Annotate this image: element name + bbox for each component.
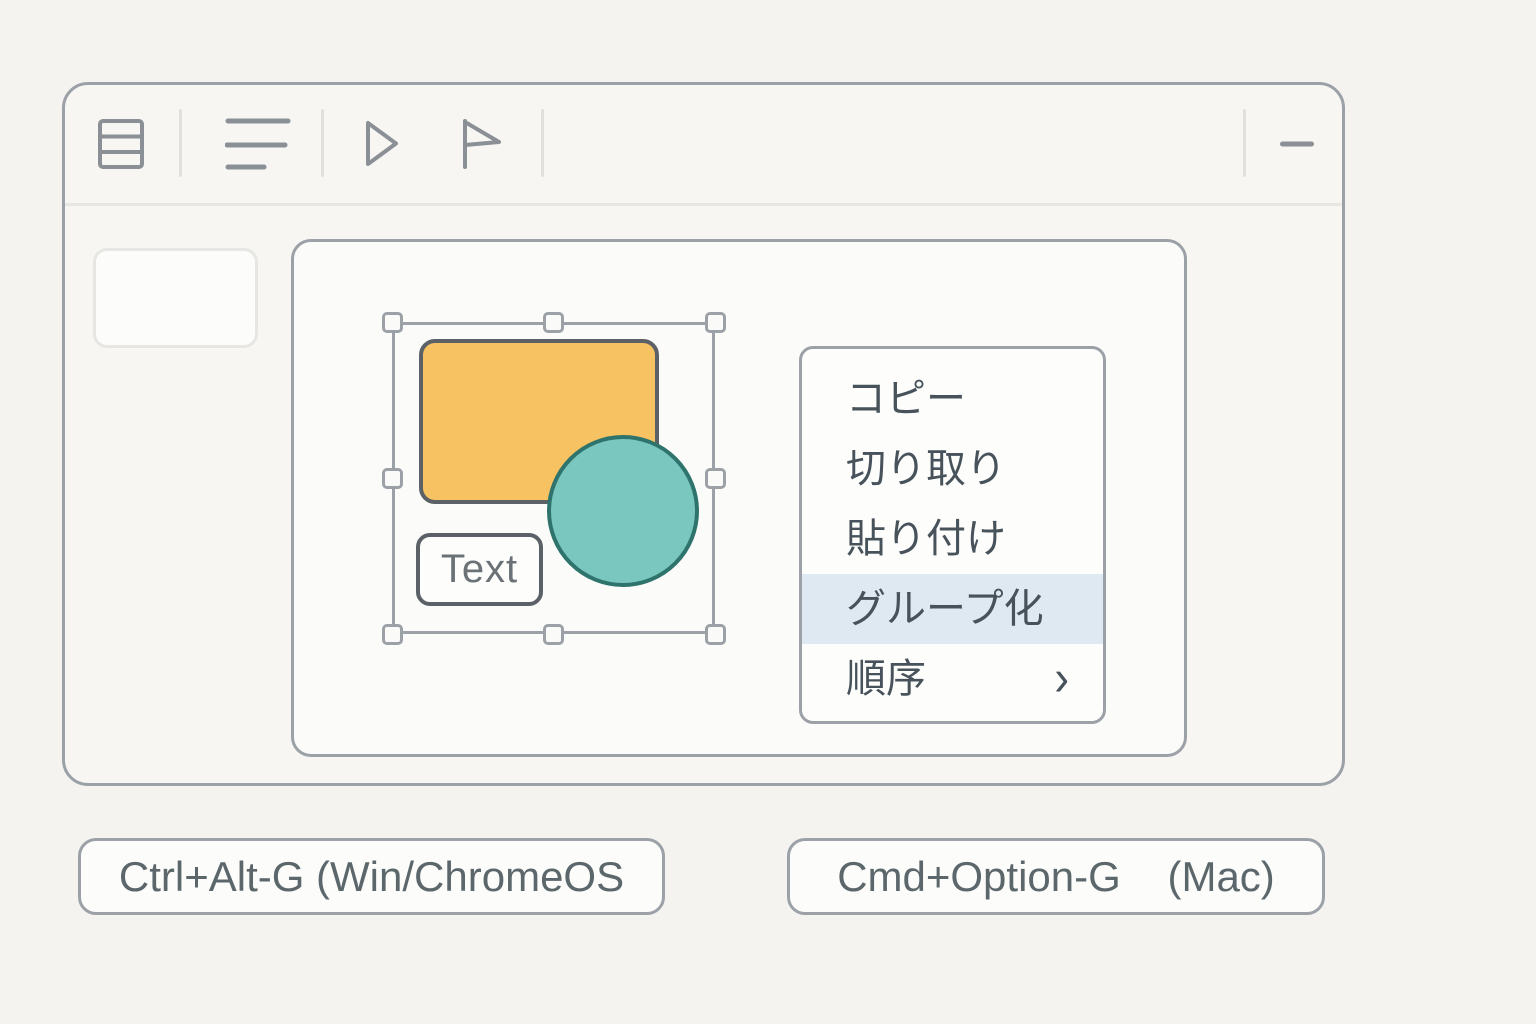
table-tool-button[interactable] (98, 118, 144, 170)
context-menu: コピー 切り取り 貼り付け グループ化 順序 › (799, 346, 1106, 724)
table-icon (98, 119, 144, 169)
text-box-label: Text (440, 547, 519, 591)
selection-handle-bottom-mid[interactable] (543, 623, 564, 645)
selection-handle-bottom-left[interactable] (381, 623, 403, 645)
minimize-icon (1280, 141, 1314, 147)
minimize-button[interactable] (1280, 141, 1314, 147)
selection-handle-mid-right[interactable] (704, 467, 726, 489)
selection-handle-top-right[interactable] (704, 311, 726, 333)
flag-icon (463, 119, 501, 169)
shortcut-badge-win: Ctrl+Alt-G (Win/ChromeOS (78, 838, 665, 915)
shortcut-badge-mac: Cmd+Option-G (Mac) (787, 838, 1325, 915)
toolbar-separator (541, 109, 544, 177)
selection-handle-top-left[interactable] (381, 311, 403, 333)
menu-item-group[interactable]: グループ化 (802, 574, 1103, 644)
menu-item-order[interactable]: 順序 › (846, 650, 1069, 707)
flag-tool-button[interactable] (461, 118, 503, 170)
shortcut-label-mac: Cmd+Option-G (Mac) (837, 852, 1275, 900)
toolbar-separator (1243, 109, 1246, 177)
toolbar-separator (321, 109, 324, 177)
submenu-chevron-icon: › (1054, 650, 1069, 707)
selection-handle-mid-left[interactable] (381, 467, 403, 489)
selection-handle-top-mid[interactable] (543, 311, 564, 333)
menu-item-copy[interactable]: コピー (846, 377, 966, 421)
menu-item-cut[interactable]: 切り取り (846, 447, 1006, 491)
shortcut-label-win: Ctrl+Alt-G (Win/ChromeOS (118, 852, 625, 900)
toolbar-separator (179, 109, 182, 177)
text-box-shape[interactable]: Text (416, 533, 543, 606)
menu-item-paste[interactable]: 貼り付け (846, 517, 1006, 561)
align-tool-button[interactable] (225, 117, 291, 171)
play-tool-button[interactable] (365, 120, 399, 168)
drawing-canvas[interactable]: Text コピー 切り取り 貼り付け グループ化 順序 › (291, 239, 1187, 757)
align-lines-icon (225, 118, 291, 170)
play-icon (366, 121, 398, 166)
teal-circle-shape[interactable] (547, 435, 699, 587)
slide-thumbnail[interactable] (93, 248, 258, 348)
toolbar (65, 85, 1342, 206)
selection-handle-bottom-right[interactable] (704, 623, 726, 645)
app-window: Text コピー 切り取り 貼り付け グループ化 順序 › (62, 82, 1345, 786)
